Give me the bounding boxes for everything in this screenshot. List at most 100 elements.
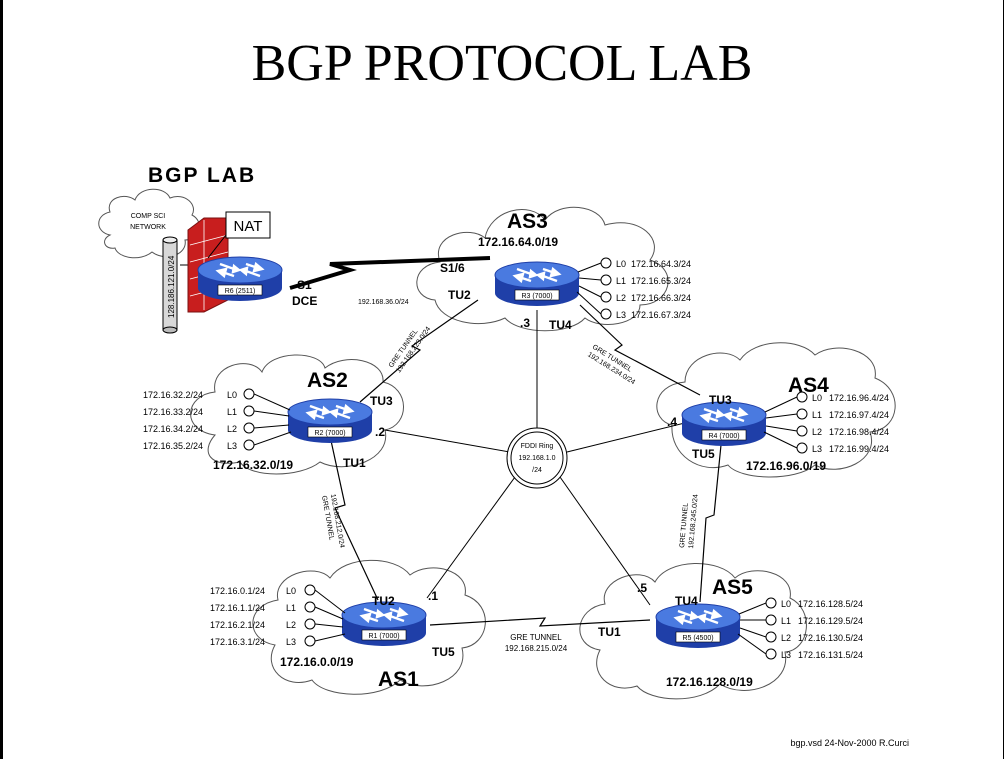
- as3-s16-label: S1/6: [440, 261, 465, 275]
- as3-l2-ip: 172.16.66.3/24: [631, 293, 691, 303]
- as2-network: 172.16.32.0/19: [213, 458, 293, 472]
- fddi-label-1: FDDI Ring: [521, 443, 554, 450]
- as2-l3-id: L3: [227, 441, 237, 451]
- r1-r5-gre: GRE TUNNEL: [510, 633, 562, 642]
- r4-r5-subnet: 192.168.245.0/24: [688, 494, 700, 549]
- as2-l3-ip: 172.16.35.2/24: [143, 441, 203, 451]
- as2-dot-label: .2: [375, 425, 385, 439]
- as5-l2-id: L2: [781, 633, 791, 643]
- cloud-label-line1: COMP SCI: [131, 213, 166, 220]
- as1-l2-id: L2: [286, 620, 296, 630]
- subtitle: BGP LAB: [148, 164, 256, 187]
- as5-l0-id: L0: [781, 599, 791, 609]
- as4-tu3-label: TU3: [709, 393, 732, 407]
- as2-l2-ip: 172.16.34.2/24: [143, 424, 203, 434]
- serial-link: [289, 256, 491, 290]
- as4-l0-ip: 172.16.96.4/24: [829, 393, 889, 403]
- as4-l1-id: L1: [812, 410, 822, 420]
- fddi-label-3: /24: [532, 467, 542, 474]
- as1-network: 172.16.0.0/19: [280, 655, 354, 669]
- as3-l3-id: L3: [616, 310, 626, 320]
- as5-tu4-label: TU4: [675, 594, 698, 608]
- nat-box: NAT: [207, 211, 271, 259]
- router-r2-icon: R2 (7000): [286, 397, 374, 445]
- router-r3-icon: R3 (7000): [493, 260, 581, 308]
- as3-l1-id: L1: [616, 276, 626, 286]
- as1-l0-ip: 172.16.0.1/24: [210, 586, 265, 596]
- nat-label: NAT: [234, 218, 263, 235]
- as3-dot-label: .3: [520, 316, 530, 330]
- as1-l1-ip: 172.16.1.1/24: [210, 603, 265, 613]
- as2-l2-id: L2: [227, 424, 237, 434]
- router-r1-icon: R1 (7000): [340, 600, 428, 648]
- r6-r3-subnet: 192.168.36.0/24: [358, 299, 409, 306]
- slide-title: BGP PROTOCOL LAB: [251, 35, 753, 92]
- as1-l3-id: L3: [286, 637, 296, 647]
- as4-l3-ip: 172.16.99.4/24: [829, 444, 889, 454]
- as4-l0-id: L0: [812, 393, 822, 403]
- as3-loopbacks: L0 172.16.64.3/24 L1 172.16.65.3/24 L2 1…: [576, 257, 691, 320]
- router-r5-icon: R5 (4500): [654, 602, 742, 650]
- as3-network: 172.16.64.0/19: [478, 235, 558, 249]
- as3-tu2-label: TU2: [448, 288, 471, 302]
- slide-border-left: [0, 0, 3, 759]
- r4-r5-gre: GRE TUNNEL: [679, 503, 690, 549]
- r4-label: R4 (7000): [708, 433, 739, 440]
- as2-name: AS2: [307, 369, 348, 392]
- fddi-label-2: 192.168.1.0: [519, 455, 556, 462]
- r1-r5-subnet: 192.168.215.0/24: [505, 644, 568, 653]
- r3-label: R3 (7000): [521, 293, 552, 300]
- as3-l1-ip: 172.16.65.3/24: [631, 276, 691, 286]
- as1-tu5-label: TU5: [432, 645, 455, 659]
- lan-cylinder-icon: 128.186.121.0/24: [162, 236, 178, 334]
- as5-loopbacks: L0 172.16.128.5/24 L1 172.16.129.5/24 L2…: [737, 597, 863, 660]
- as2-l0-ip: 172.16.32.2/24: [143, 390, 203, 400]
- as3-l3-ip: 172.16.67.3/24: [631, 310, 691, 320]
- as5-name: AS5: [712, 576, 753, 599]
- lan-link-label: 128.186.121.0/24: [167, 255, 176, 318]
- r5-label: R5 (4500): [682, 635, 713, 642]
- as2-l1-id: L1: [227, 407, 237, 417]
- as1-l3-ip: 172.16.3.1/24: [210, 637, 265, 647]
- r1-label: R1 (7000): [368, 633, 399, 640]
- footer: bgp.vsd 24-Nov-2000 R.Curci: [790, 738, 909, 748]
- r6-dce-label: DCE: [292, 294, 317, 308]
- as3-name: AS3: [507, 210, 548, 233]
- as5-l1-id: L1: [781, 616, 791, 626]
- as4-loopbacks: L0 172.16.96.4/24 L1 172.16.97.4/24 L2 1…: [763, 391, 889, 454]
- r2-label: R2 (7000): [314, 430, 345, 437]
- as1-dot-label: .1: [428, 589, 438, 603]
- as5-l1-ip: 172.16.129.5/24: [798, 616, 863, 626]
- router-r6-icon: R6 (2511): [196, 255, 284, 303]
- router-r4-icon: R4 (7000): [680, 400, 768, 448]
- as5-l2-ip: 172.16.130.5/24: [798, 633, 863, 643]
- as5-dot-label: .5: [637, 581, 647, 595]
- as3-l0-id: L0: [616, 259, 626, 269]
- r1-r2-tunnel-label: GRE TUNNEL 192.168.212.0/24: [320, 494, 345, 549]
- as1-name: AS1: [378, 668, 419, 691]
- as5-l3-ip: 172.16.131.5/24: [798, 650, 863, 660]
- as4-dot-label: .4: [667, 415, 677, 429]
- as1-loopbacks: 172.16.0.1/24 L0 172.16.1.1/24 L1 172.16…: [210, 584, 346, 647]
- as5-l3-id: L3: [781, 650, 791, 660]
- as1-l0-id: L0: [286, 586, 296, 596]
- r6-label: R6 (2511): [225, 288, 256, 295]
- r6-port-label: S1: [297, 278, 312, 292]
- as1-l1-id: L1: [286, 603, 296, 613]
- as4-l2-ip: 172.16.98.4/24: [829, 427, 889, 437]
- as2-tu1-label: TU1: [343, 456, 366, 470]
- as1-l2-ip: 172.16.2.1/24: [210, 620, 265, 630]
- as3-tu4-label: TU4: [549, 318, 572, 332]
- r4-r5-tunnel-label: GRE TUNNEL 192.168.245.0/24: [679, 494, 700, 549]
- r2-r3-tunnel-label: GRE TUNNEL 192.168.223.0/24: [388, 326, 432, 375]
- as1-tu2-label: TU2: [372, 594, 395, 608]
- as3-l2-id: L2: [616, 293, 626, 303]
- as5-network: 172.16.128.0/19: [666, 675, 753, 689]
- as5-l0-ip: 172.16.128.5/24: [798, 599, 863, 609]
- as5-tu1-label: TU1: [598, 625, 621, 639]
- as4-l2-id: L2: [812, 427, 822, 437]
- as2-tu3-label: TU3: [370, 394, 393, 408]
- cloud-label-line2: NETWORK: [130, 224, 166, 231]
- as3-l0-ip: 172.16.64.3/24: [631, 259, 691, 269]
